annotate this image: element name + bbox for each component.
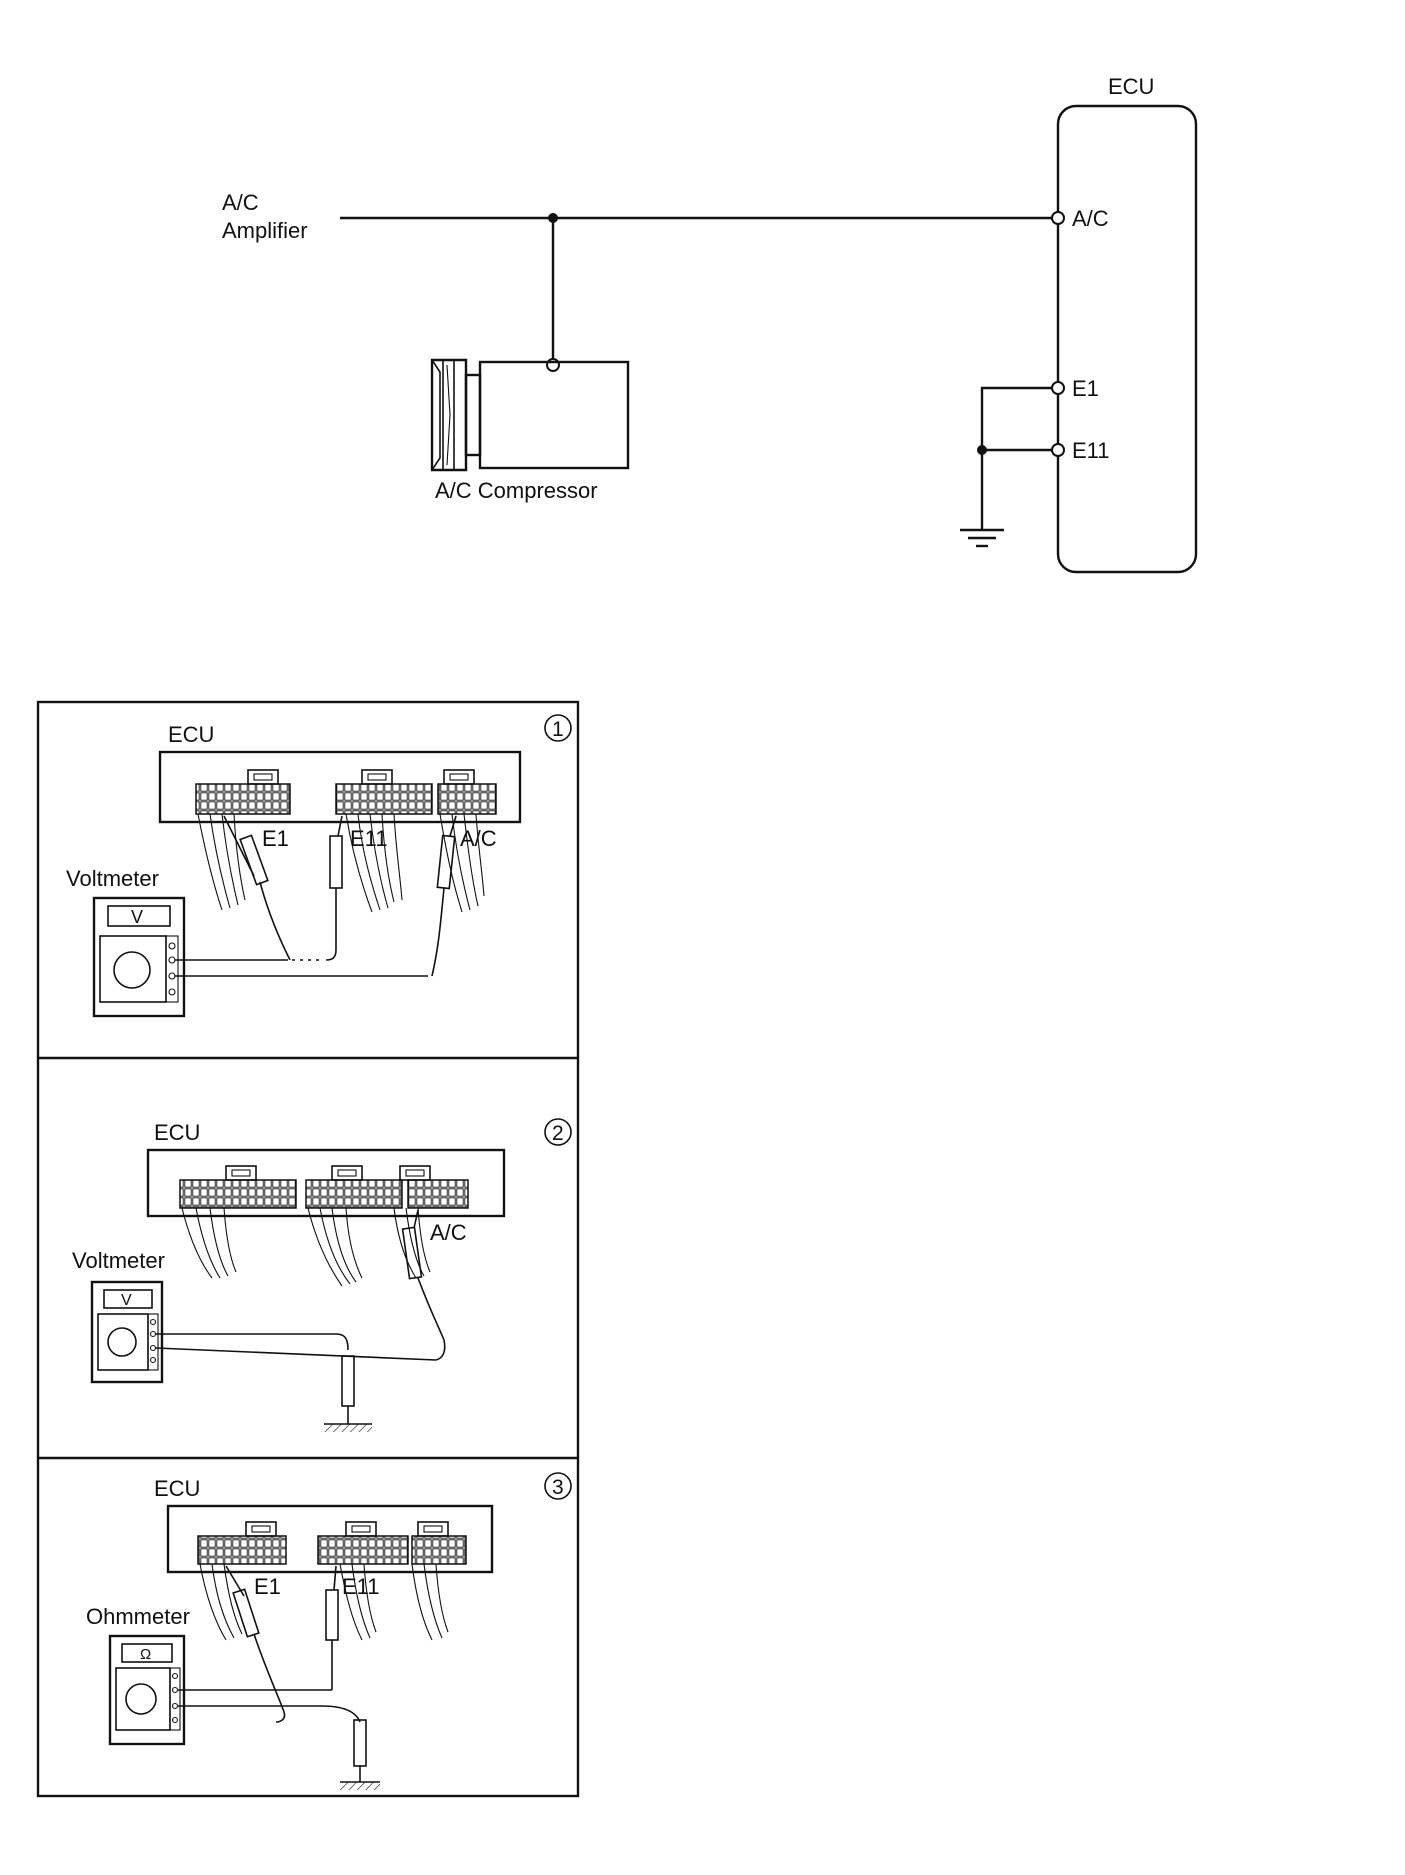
voltmeter: V [92,896,186,1018]
ecu-connector [437,783,497,815]
step-number-badge [544,1472,572,1500]
panels-frame [36,700,580,1798]
terminal-label-ac: A/C [460,826,497,851]
circuit-schematic: A/C Amplifier A/C Compressor ECU A/C E1 … [222,74,1198,574]
ground-wiring [977,386,1052,530]
ecu-connector [407,1179,469,1209]
amplifier-label-line1: A/C [222,190,259,215]
meter-label: Ohmmeter [86,1604,190,1629]
pin-ac-label: A/C [1072,206,1109,231]
pin-ac-terminal [1051,211,1065,225]
wire-harness [199,1563,449,1641]
ecu-unit [146,1148,506,1218]
ecu-connector [179,1179,297,1209]
ecu-label: ECU [154,1476,200,1501]
terminal-label-e11: E11 [350,826,388,851]
meter-symbol: V [131,907,143,927]
step-number: 2 [552,1122,564,1145]
terminal-label-e11: E11 [342,1574,380,1599]
step-number-badge [544,1118,572,1146]
terminal-label-ac: A/C [430,1220,467,1245]
ecu-label: ECU [168,722,214,747]
ecu-label: ECU [154,1120,200,1145]
terminal-label-e1: E1 [262,826,289,851]
meter-lead [155,1347,437,1361]
test-probe [431,815,457,977]
meter-lead [178,1705,361,1723]
pin-e11-terminal [1051,443,1065,457]
step-number-badge [544,714,572,742]
inspection-panels: 1 ECU [36,700,580,1798]
meter-label: Voltmeter [66,866,159,891]
panel-3: 3 ECU E1 [86,1472,572,1790]
meter-symbol: Ω [140,1646,151,1663]
step-number: 1 [552,718,564,741]
step-number: 3 [552,1476,564,1499]
compressor-symbol [430,358,630,472]
ecu-connector [317,1535,409,1565]
ground-symbol [960,528,1004,548]
panel-1: 1 ECU [66,714,572,1018]
ecu-connector [335,783,433,815]
pin-e11-label: E11 [1072,438,1110,463]
ecu-connector [411,1535,467,1565]
ecu-connector [197,1535,287,1565]
pin-e1-terminal [1051,381,1065,395]
voltmeter: V [90,1280,164,1384]
test-probe [325,815,343,961]
test-probe [325,1565,339,1690]
panel-2: 2 ECU A/C Voltmeter [72,1118,572,1432]
ecu-label: ECU [1108,74,1154,99]
ecu-unit [166,1504,494,1574]
compressor-terminal [546,358,560,372]
ecu-connector [305,1179,403,1209]
meter-symbol: V [121,1292,132,1309]
test-probe [401,1209,446,1361]
test-probe [223,815,291,961]
ohmmeter: Ω [108,1634,186,1746]
amplifier-label-line2: Amplifier [222,218,308,243]
ecu-connector [195,783,291,815]
ground-probe [340,1719,380,1790]
ecu-box [1056,104,1198,574]
compressor-label: A/C Compressor [435,478,598,503]
pin-e1-label: E1 [1072,376,1099,401]
ground-probe [324,1355,372,1432]
wire-harness [181,1207,431,1287]
terminal-label-e1: E1 [254,1574,281,1599]
meter-lead [156,1333,349,1351]
meter-label: Voltmeter [72,1248,165,1273]
wire-harness [197,813,485,913]
test-probe [225,1565,286,1723]
